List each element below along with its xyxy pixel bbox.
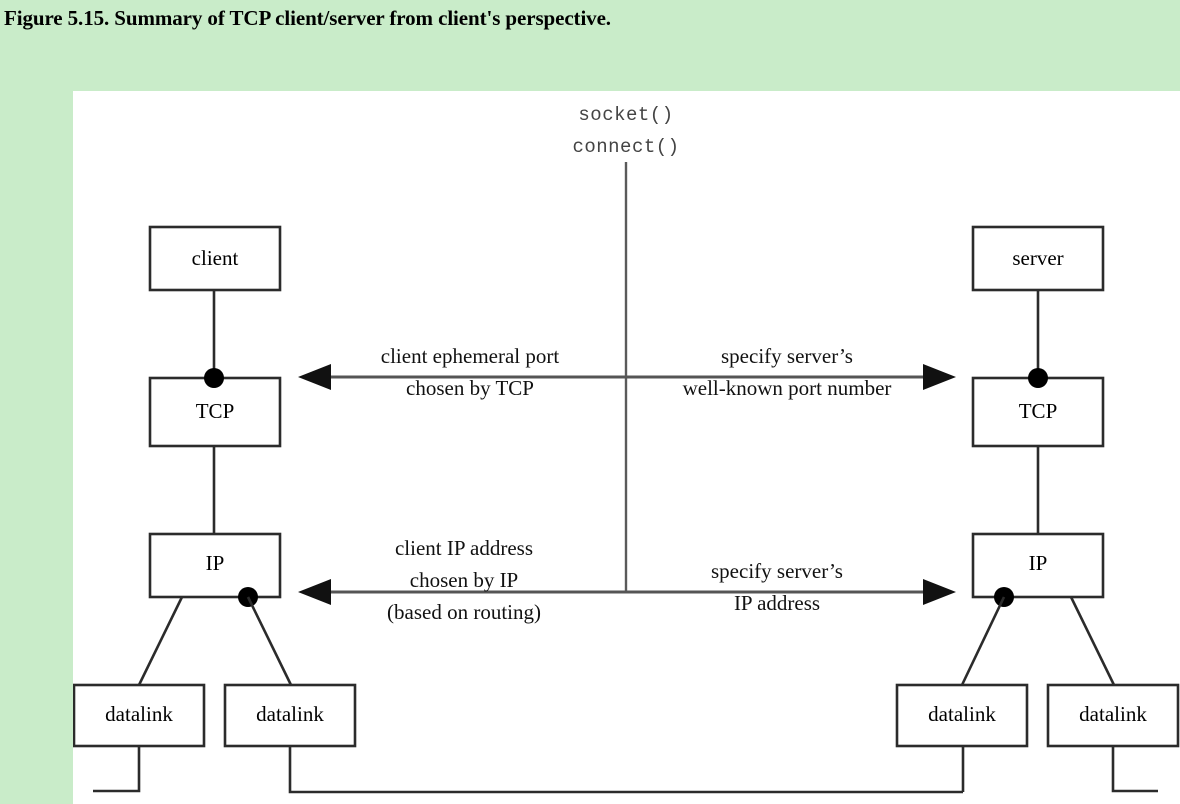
client-tcp-junction-dot — [204, 368, 224, 388]
server-ip-to-datalink-left-connector — [960, 596, 1006, 686]
client-datalink-left-label: datalink — [105, 702, 173, 726]
tcp-client-server-diagram: socket() connect() client TCP IP datalin… — [73, 104, 1180, 794]
ip-left-annotation-line2: chosen by IP — [410, 568, 519, 592]
server-datalink-right-box[interactable] — [1046, 683, 1180, 748]
network-media-line — [288, 746, 963, 794]
server-app-label: server — [1012, 246, 1063, 270]
api-call-socket-label: socket() — [578, 104, 673, 126]
client-ip-box[interactable] — [148, 532, 282, 599]
ip-left-annotation-line3: (based on routing) — [387, 600, 541, 624]
server-tcp-junction-dot — [1028, 368, 1048, 388]
client-ip-to-datalink-right-connector — [246, 596, 293, 686]
client-tcp-label: TCP — [196, 399, 235, 423]
client-datalink-left-media-stub — [93, 746, 141, 793]
server-tcp-label: TCP — [1019, 399, 1058, 423]
tcp-right-annotation-line1: specify server’s — [721, 344, 853, 368]
client-ip-to-datalink-left-connector — [137, 596, 184, 686]
tcp-left-arrowhead — [298, 364, 331, 390]
diagram-canvas: socket() connect() client TCP IP datalin… — [73, 91, 1180, 804]
server-ip-to-datalink-right-connector — [1069, 596, 1116, 686]
tcp-right-annotation-line2: well-known port number — [683, 376, 892, 400]
ip-left-arrowhead — [298, 579, 331, 605]
tcp-left-annotation-line1: client ephemeral port — [381, 344, 560, 368]
ip-left-annotation-line1: client IP address — [395, 536, 533, 560]
server-ip-box[interactable] — [971, 532, 1105, 599]
ip-right-annotation-line2: IP address — [734, 591, 820, 615]
client-datalink-right-label: datalink — [256, 702, 324, 726]
server-datalink-right-label: datalink — [1079, 702, 1147, 726]
server-datalink-left-box[interactable] — [895, 683, 1029, 748]
tcp-right-arrowhead — [923, 364, 956, 390]
server-app-box[interactable] — [971, 225, 1105, 292]
server-datalink-left-label: datalink — [928, 702, 996, 726]
client-ip-label: IP — [206, 551, 225, 575]
server-datalink-right-media-stub — [1111, 746, 1158, 793]
ip-right-annotation-line1: specify server’s — [711, 559, 843, 583]
tcp-left-annotation-line2: chosen by TCP — [406, 376, 534, 400]
api-call-connect-label: connect() — [572, 136, 679, 158]
server-ip-label: IP — [1029, 551, 1048, 575]
client-app-box[interactable] — [148, 225, 282, 292]
client-app-label: client — [192, 246, 239, 270]
ip-right-arrowhead — [923, 579, 956, 605]
page-title: Figure 5.15. Summary of TCP client/serve… — [4, 6, 611, 30]
